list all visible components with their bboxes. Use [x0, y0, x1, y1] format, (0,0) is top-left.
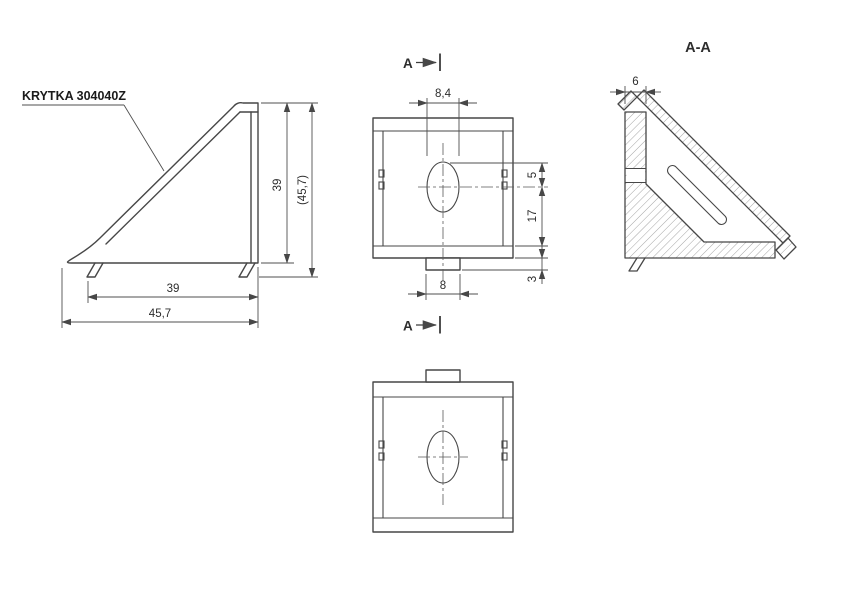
- extension-lines: [425, 98, 548, 300]
- groove-notch: [378, 440, 385, 449]
- front-view: 8,4 5 17 3 8 A A: [372, 53, 548, 334]
- bottom-view-tab: [425, 369, 461, 383]
- dim-17-label: 17: [527, 210, 539, 223]
- cap-inner-edge: [105, 111, 241, 245]
- groove-notch: [378, 452, 385, 461]
- dim-total-height-label: (45,7): [297, 175, 309, 205]
- section-foot: [628, 257, 646, 272]
- bottom-view: [372, 369, 514, 533]
- section-cut-letter-bottom: A: [403, 319, 413, 334]
- wall-groove: [626, 169, 645, 183]
- foot-right: [238, 262, 256, 278]
- dim-width-label: 39: [167, 283, 180, 295]
- screw-slot: [666, 164, 728, 226]
- groove-notch: [501, 452, 508, 461]
- section-body: [624, 111, 776, 259]
- section-view: A-A 6: [610, 40, 797, 272]
- bottom-inner-lines: [373, 396, 513, 519]
- cap-top-hook: [617, 90, 638, 111]
- section-cut-marker-bottom: A: [403, 316, 441, 334]
- groove-notch: [378, 181, 385, 190]
- dim-5-label: 5: [527, 172, 539, 178]
- dim-8-label: 8: [440, 280, 446, 292]
- section-cut-marker-top: A: [403, 53, 441, 71]
- groove-notch: [501, 169, 508, 178]
- dim-height-label: 39: [272, 179, 284, 192]
- section-title: A-A: [685, 40, 711, 56]
- label-leader-line: [123, 104, 165, 172]
- foot-left: [86, 262, 104, 278]
- groove-notch: [501, 181, 508, 190]
- front-inner-lines: [373, 130, 513, 247]
- bracket-outline: [66, 102, 259, 264]
- dim-6-label: 6: [632, 76, 638, 88]
- dim-total-width-label: 45,7: [149, 308, 171, 320]
- groove-notch: [378, 169, 385, 178]
- section-cut-letter-top: A: [403, 56, 413, 71]
- dim-3-label: 3: [527, 276, 539, 282]
- part-label: KRYTKA 304040Z: [22, 89, 126, 103]
- side-view: KRYTKA 304040Z 39 (45,7) 39 45,7: [22, 89, 318, 328]
- wall-groove-lines: [625, 168, 646, 183]
- cap-bottom-hook: [775, 237, 797, 260]
- dim-slot-width-label: 8,4: [435, 88, 452, 100]
- groove-notch: [501, 440, 508, 449]
